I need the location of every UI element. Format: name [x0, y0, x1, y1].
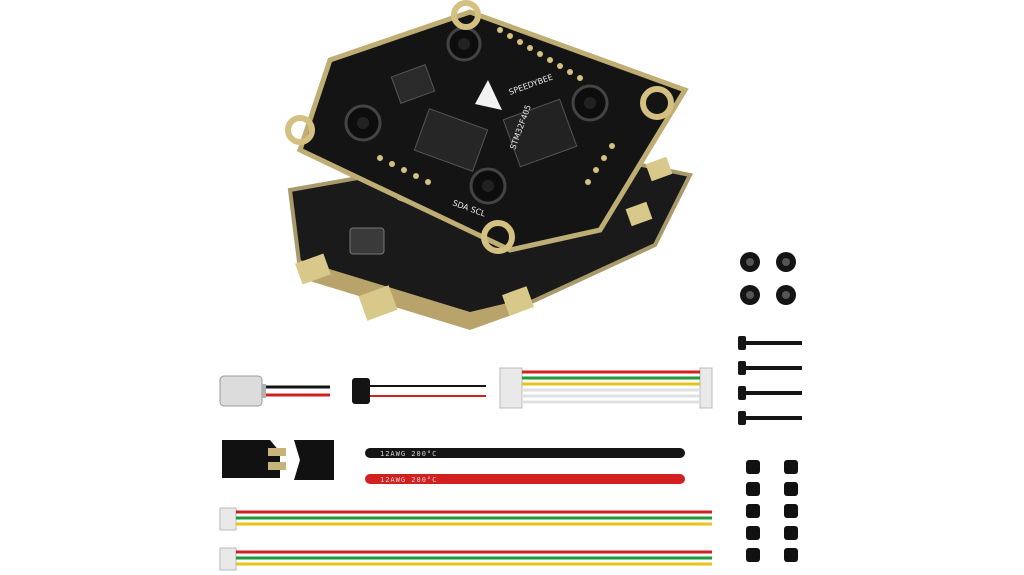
- red-wire-label: 12AWG 200°C: [380, 476, 437, 484]
- mounting-holes: [344, 26, 609, 205]
- flight-controller-board: SPEEDYBEE STM32F405 SDA SCL: [285, 0, 689, 254]
- nylon-nuts: [740, 252, 796, 305]
- flight-controller-stack: SPEEDYBEE STM32F405 SDA SCL: [285, 0, 693, 330]
- buzzer: [352, 378, 486, 404]
- rubber-dampers: [746, 460, 798, 562]
- signal-cable: [499, 367, 713, 409]
- black-wire-label: 12AWG 200°C: [380, 450, 437, 458]
- capacitor: [219, 375, 330, 407]
- power-wires: 12AWG 200°C 12AWG 200°C: [365, 448, 685, 484]
- mounting-screws: [738, 336, 802, 425]
- ribbon-cables: [219, 507, 712, 571]
- xt60-connector: [222, 440, 334, 480]
